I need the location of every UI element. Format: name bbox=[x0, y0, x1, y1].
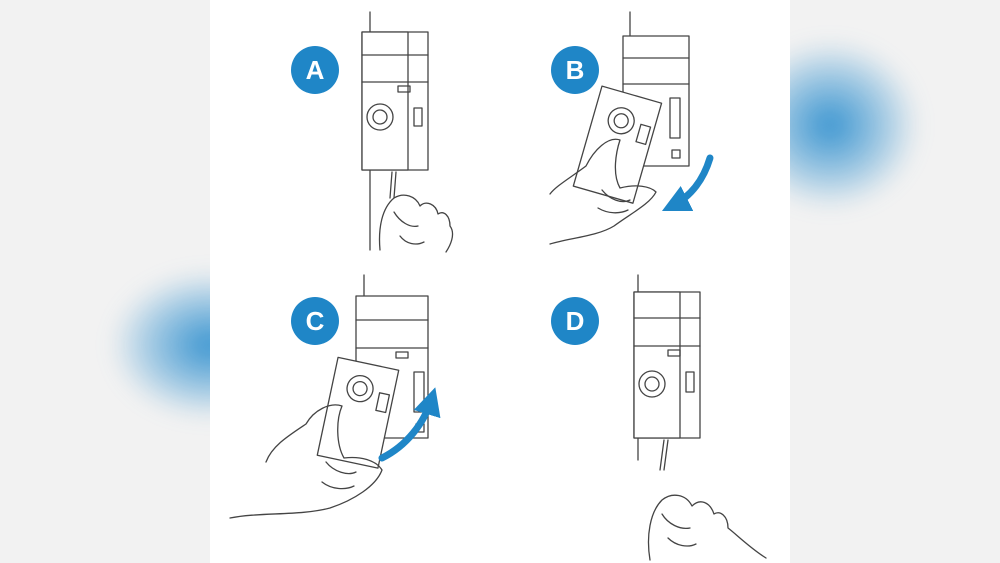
left-blue-blur bbox=[110, 270, 210, 420]
doorbell-device-icon bbox=[633, 291, 701, 439]
right-blurred-background bbox=[790, 0, 1000, 563]
doorbell-device-icon bbox=[572, 35, 690, 204]
left-blurred-background bbox=[0, 0, 210, 563]
instruction-illustration bbox=[229, 11, 767, 561]
screwdriver-icon bbox=[389, 171, 397, 199]
step-c-illustration bbox=[229, 274, 441, 519]
hand-icon bbox=[378, 194, 454, 253]
rotation-arrow-icon bbox=[378, 387, 441, 462]
hand-icon bbox=[229, 404, 383, 519]
step-d-badge: D bbox=[551, 297, 599, 345]
step-d-illustration bbox=[633, 274, 767, 561]
hand-icon bbox=[647, 494, 767, 561]
step-c-badge: C bbox=[291, 297, 339, 345]
step-b-illustration bbox=[549, 11, 714, 245]
step-a-illustration bbox=[361, 11, 454, 253]
right-blue-blur bbox=[790, 40, 920, 210]
hand-icon bbox=[549, 138, 657, 245]
rotation-arrow-icon bbox=[661, 154, 714, 212]
step-b-badge: B bbox=[551, 46, 599, 94]
doorbell-device-icon bbox=[361, 31, 429, 171]
step-a-badge: A bbox=[291, 46, 339, 94]
screwdriver-icon bbox=[659, 439, 669, 471]
instruction-panel: A B C D bbox=[210, 0, 790, 563]
